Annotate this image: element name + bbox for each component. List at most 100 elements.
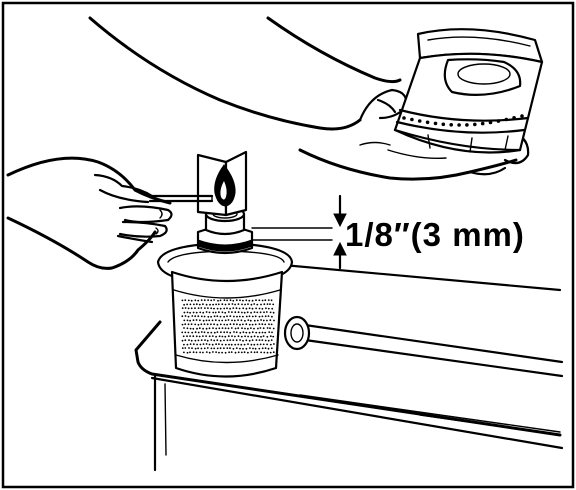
vent-hole (417, 119, 422, 123)
mesh-dot (233, 331, 235, 333)
mesh-dot (262, 327, 265, 330)
mesh-dot (212, 327, 214, 329)
mesh-dot (194, 339, 197, 342)
mesh-dot (206, 323, 209, 326)
vent-hole (402, 116, 406, 120)
mesh-dot (205, 335, 208, 337)
mesh-dot (181, 299, 184, 302)
mesh-dot (256, 311, 259, 314)
mesh-dot (207, 307, 209, 309)
mesh-dot (215, 327, 218, 330)
mesh-dot (189, 311, 192, 314)
mesh-dot (223, 339, 225, 342)
mesh-dot (242, 339, 244, 342)
mesh-dot (181, 347, 184, 349)
vent-hole (504, 117, 509, 122)
mesh-dot (194, 347, 197, 350)
vent-hole (465, 123, 469, 127)
mesh-dot (195, 351, 198, 354)
mesh-dot (272, 311, 275, 314)
mesh-dot (247, 343, 249, 345)
mesh-dot (261, 307, 264, 310)
mesh-dot (219, 339, 222, 342)
mesh-dot (253, 311, 256, 313)
mesh-dot (215, 351, 218, 353)
mesh-dot (232, 307, 235, 309)
mesh-dot (234, 335, 236, 338)
mesh-dot (189, 343, 192, 345)
mesh-dot (266, 303, 269, 305)
mesh-dot (264, 347, 267, 350)
mesh-dot (272, 303, 275, 306)
mesh-dot (258, 323, 261, 325)
mesh-dot (202, 343, 205, 345)
mesh-dot (255, 331, 258, 334)
mesh-dot (269, 343, 272, 346)
mesh-dot (206, 339, 209, 342)
vent-hole (480, 121, 485, 126)
vent-hole (449, 123, 454, 127)
mesh-dot (231, 335, 233, 337)
mesh-dot (261, 339, 264, 341)
mesh-dot (192, 335, 195, 338)
mesh-dot (229, 339, 232, 341)
mesh-dot (224, 335, 227, 338)
mesh-dot (250, 303, 253, 306)
mesh-dot (197, 323, 200, 326)
mesh-dot (229, 347, 231, 350)
burner-mesh (181, 299, 275, 354)
mesh-dot (237, 303, 240, 305)
mesh-dot (250, 351, 253, 353)
mesh-dot (266, 343, 268, 346)
mesh-dot (205, 343, 208, 345)
mesh-dot (261, 299, 264, 302)
mesh-dot (229, 299, 232, 302)
mesh-dot (266, 319, 268, 322)
mesh-dot (224, 311, 227, 314)
mesh-dot (258, 339, 261, 341)
mesh-dot (224, 327, 227, 330)
mesh-dot (202, 303, 204, 306)
mesh-dot (186, 319, 189, 322)
mesh-dot (200, 347, 203, 350)
mesh-dot (181, 339, 184, 342)
mesh-dot (215, 303, 218, 306)
mesh-dot (243, 343, 246, 346)
mesh-dot (255, 307, 257, 310)
mesh-dot (199, 311, 202, 314)
mesh-dot (271, 315, 273, 318)
mesh-dot (245, 315, 248, 318)
mesh-dot (210, 323, 212, 326)
mesh-dot (244, 327, 246, 330)
mesh-dot (251, 339, 254, 341)
mesh-dot (213, 339, 216, 342)
mesh-dot (216, 323, 219, 326)
mesh-dot (203, 323, 206, 325)
mesh-dot (219, 315, 222, 318)
mesh-dot (224, 351, 227, 354)
mesh-dot (186, 343, 189, 346)
mesh-dot (251, 331, 254, 334)
mesh-dot (207, 315, 210, 318)
mesh-dot (213, 307, 215, 310)
mesh-dot (264, 299, 267, 302)
mesh-dot (191, 331, 194, 334)
mesh-dot (264, 339, 267, 342)
mesh-dot (192, 327, 195, 330)
mesh-dot (261, 331, 264, 334)
mesh-dot (227, 311, 230, 313)
mesh-dot (242, 315, 244, 318)
vent-hole (457, 123, 461, 127)
mesh-dot (223, 347, 225, 350)
mesh-dot (267, 347, 270, 350)
mesh-dot (263, 311, 265, 314)
mesh-dot (208, 343, 211, 346)
mesh-dot (258, 331, 261, 334)
mesh-dot (226, 323, 229, 326)
mesh-dot (256, 351, 259, 354)
mesh-dot (186, 311, 189, 314)
hand-icon (88, 16, 530, 181)
chimney-vent-holes (402, 114, 524, 127)
mesh-dot (267, 307, 270, 310)
mesh-dot (200, 307, 203, 309)
